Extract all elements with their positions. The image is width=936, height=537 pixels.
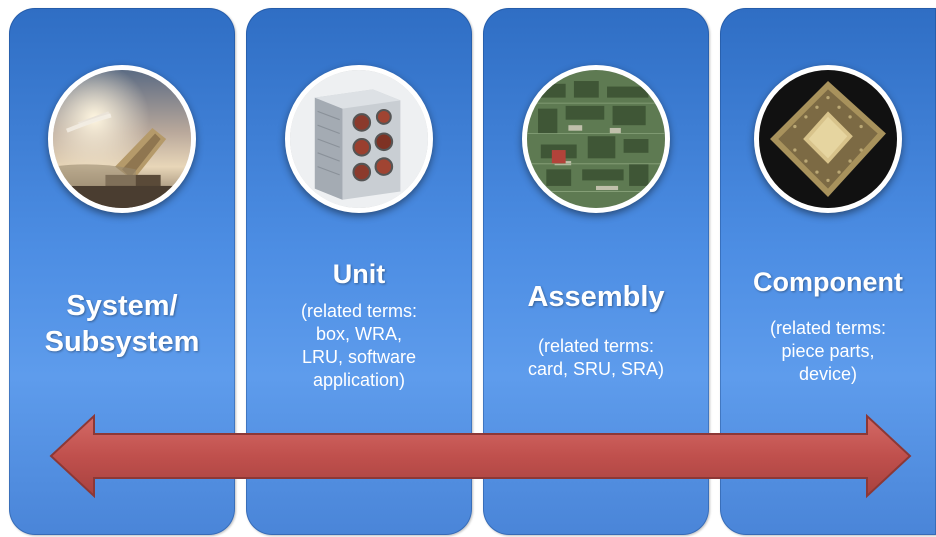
title-line: Assembly bbox=[527, 281, 665, 313]
electronics-box-photo bbox=[285, 65, 433, 213]
terms-line: box, WRA, bbox=[315, 324, 403, 344]
terms-line: (related terms: bbox=[769, 318, 887, 338]
column-title: Component bbox=[720, 266, 936, 298]
column-assembly: Assembly (related terms: card, SRU, SRA) bbox=[483, 8, 709, 535]
terms-line: piece parts, bbox=[781, 341, 875, 361]
column-title: Assembly bbox=[483, 280, 709, 315]
circuit-card-photo bbox=[522, 65, 670, 213]
title-line: Component bbox=[753, 267, 903, 297]
related-terms: (related terms: box, WRA, LRU, software … bbox=[254, 300, 464, 392]
processor-chip-photo bbox=[754, 65, 902, 213]
title-line: Subsystem bbox=[44, 326, 200, 358]
related-terms: (related terms: card, SRU, SRA) bbox=[491, 335, 701, 381]
title-line: System/ bbox=[66, 290, 178, 322]
column-title: Unit bbox=[246, 258, 472, 290]
terms-line: (related terms: bbox=[537, 336, 655, 356]
column-component: Component (related terms: piece parts, d… bbox=[720, 8, 936, 535]
column-title: System/ Subsystem bbox=[9, 288, 235, 360]
terms-line: (related terms: bbox=[300, 301, 418, 321]
column-unit: Unit (related terms: box, WRA, LRU, soft… bbox=[246, 8, 472, 535]
terms-line: device) bbox=[798, 364, 858, 384]
title-line: Unit bbox=[332, 259, 386, 289]
terms-line: LRU, software bbox=[301, 347, 417, 367]
terms-line: application) bbox=[312, 370, 406, 390]
missile-launcher-photo bbox=[48, 65, 196, 213]
related-terms: (related terms: piece parts, device) bbox=[728, 317, 928, 386]
column-system: System/ Subsystem bbox=[9, 8, 235, 535]
terms-line: card, SRU, SRA) bbox=[527, 359, 665, 379]
